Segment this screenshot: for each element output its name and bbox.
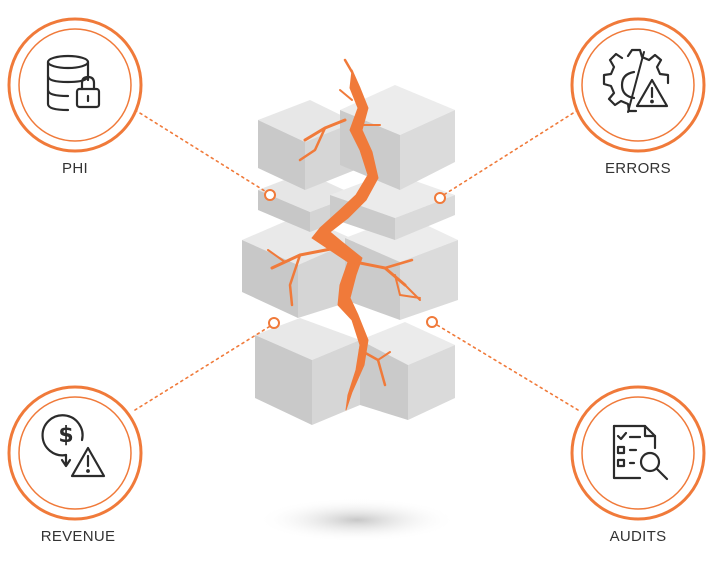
label-errors: ERRORS bbox=[605, 160, 671, 177]
connector-audits bbox=[431, 321, 579, 411]
audits-badge bbox=[570, 385, 706, 521]
connectors bbox=[134, 109, 579, 411]
block-stack bbox=[242, 85, 458, 425]
connector-phi bbox=[134, 109, 269, 194]
connector-revenue bbox=[134, 324, 273, 411]
connector-dots bbox=[264, 189, 446, 329]
label-revenue: REVENUE bbox=[40, 528, 116, 545]
dot-audits bbox=[426, 316, 438, 328]
connector-errors bbox=[441, 109, 579, 197]
svg-text:$: $ bbox=[58, 423, 73, 448]
block-shadow bbox=[257, 498, 457, 542]
block-bottom-right bbox=[360, 322, 455, 420]
errors-badge bbox=[570, 17, 706, 153]
label-audits: AUDITS bbox=[609, 528, 667, 545]
checklist-search-icon bbox=[612, 424, 669, 481]
dot-phi bbox=[264, 189, 276, 201]
phi-badge bbox=[7, 17, 143, 153]
dot-revenue bbox=[268, 317, 280, 329]
block-bottom-left bbox=[255, 318, 360, 425]
dollar-warning-icon: $ bbox=[41, 414, 106, 478]
crack bbox=[267, 58, 421, 411]
dot-errors bbox=[434, 192, 446, 204]
revenue-badge: $ bbox=[7, 385, 143, 521]
label-phi: PHI bbox=[62, 160, 88, 177]
database-lock-icon bbox=[46, 54, 101, 112]
gear-warning-icon bbox=[602, 48, 670, 113]
